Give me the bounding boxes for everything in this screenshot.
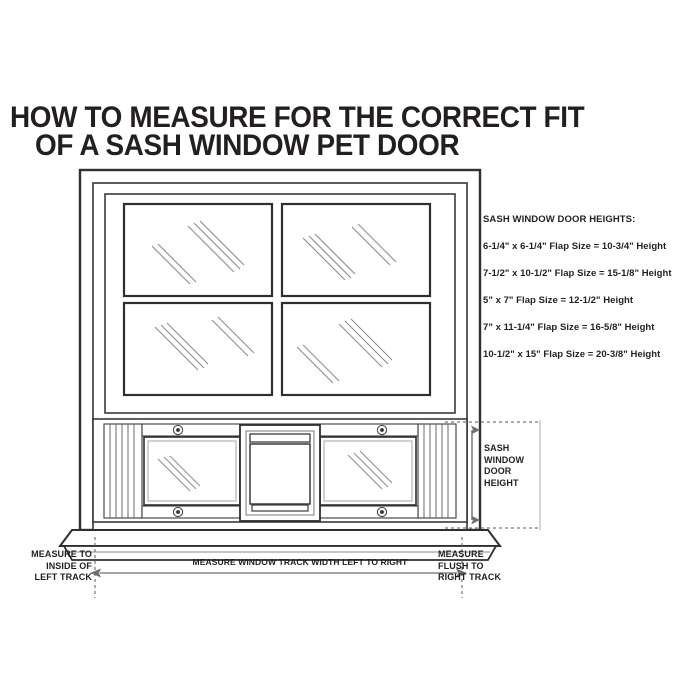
- callout-measure-right-track: MEASURE FLUSH TO RIGHT TRACK: [438, 549, 548, 584]
- glass-pane-bottom-left: [122, 301, 274, 397]
- callout-right-line-3: RIGHT TRACK: [438, 572, 502, 582]
- window-track-width-dimension: [90, 537, 467, 598]
- sash-window-door-height-dimension: [445, 420, 541, 530]
- callout-measure-width: MEASURE WINDOW TRACK WIDTH LEFT TO RIGHT: [192, 557, 408, 567]
- page-title: HOW TO MEASURE FOR THE CORRECT FIT OF A …: [10, 101, 585, 162]
- upper-sash-assembly: [104, 193, 456, 414]
- fastener-screws: [172, 424, 388, 518]
- glass-reflection-streaks: [154, 316, 255, 371]
- callout-sash-window-door-height: SASH WINDOW DOOR HEIGHT: [484, 443, 544, 489]
- glass-pane-top-right: [280, 202, 432, 298]
- height-line-4: HEIGHT: [484, 477, 519, 488]
- pet-door-flap: [239, 424, 321, 522]
- callout-left-line-1: MEASURE TO: [31, 549, 92, 559]
- glass-pane-bottom-right: [280, 301, 432, 397]
- glass-reflection-streaks: [157, 455, 201, 492]
- window-sill-apron: [58, 529, 502, 561]
- glass-pane-top-left: [122, 202, 274, 298]
- spec-row: 5" x 7" Flap Size = 12-1/2" Height: [483, 295, 634, 306]
- right-window-track-ribs: [417, 423, 457, 519]
- callout-right-line-1: MEASURE: [438, 549, 484, 559]
- pet-door-right-glass-panel: [319, 436, 417, 506]
- glass-reflection-streaks: [302, 223, 397, 281]
- spec-list-heading: SASH WINDOW DOOR HEIGHTS:: [483, 214, 636, 225]
- spec-row: 6-1/4" x 6-1/4" Flap Size = 10-3/4" Heig…: [483, 241, 667, 252]
- spec-row: 10-1/2" x 15" Flap Size = 20-3/8" Height: [483, 349, 661, 360]
- pet-door-unit: [92, 418, 468, 523]
- pet-door-left-glass-panel: [143, 436, 241, 506]
- left-window-track-ribs: [103, 423, 143, 519]
- callout-left-line-2: INSIDE OF: [46, 560, 92, 571]
- sash-window-door-heights-list: SASH WINDOW DOOR HEIGHTS: 6-1/4" x 6-1/4…: [483, 214, 698, 376]
- height-line-1: SASH: [484, 443, 510, 453]
- spec-row: 7" x 11-1/4" Flap Size = 16-5/8" Height: [483, 322, 655, 333]
- height-line-2: WINDOW: [484, 454, 525, 465]
- callout-measure-left-track: MEASURE TO INSIDE OF LEFT TRACK: [6, 549, 92, 584]
- glass-reflection-streaks: [151, 220, 245, 285]
- callout-left-line-3: LEFT TRACK: [34, 572, 92, 582]
- height-line-3: DOOR: [484, 466, 512, 476]
- title-line-1: HOW TO MEASURE FOR THE CORRECT FIT: [10, 101, 585, 134]
- spec-row: 7-1/2" x 10-1/2" Flap Size = 15-1/8" Hei…: [483, 268, 672, 279]
- callout-right-line-2: FLUSH TO: [438, 560, 484, 571]
- glass-reflection-streaks: [347, 450, 393, 490]
- glass-reflection-streaks: [296, 318, 393, 384]
- title-line-2: OF A SASH WINDOW PET DOOR: [35, 129, 460, 162]
